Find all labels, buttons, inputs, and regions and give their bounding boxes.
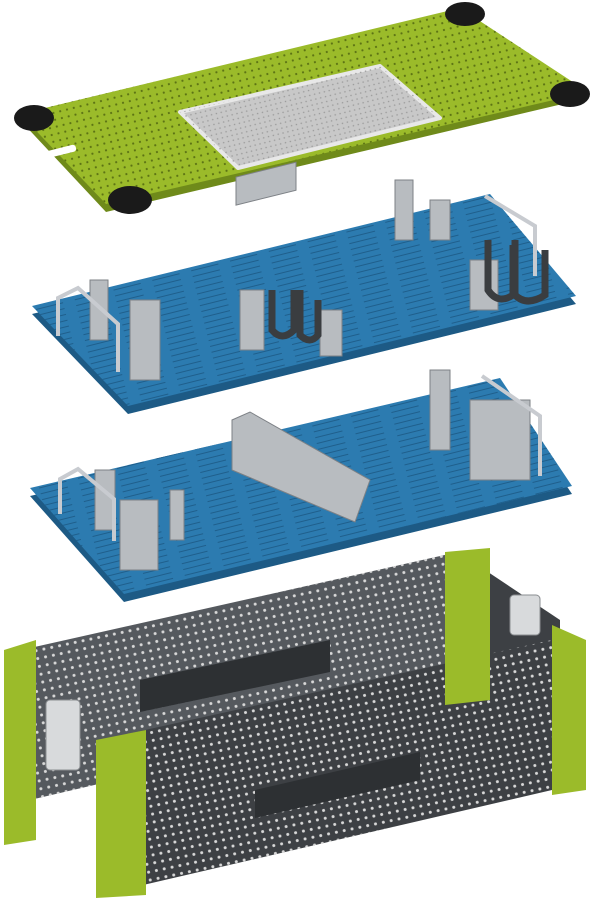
basket-end-cap-left — [4, 640, 36, 845]
bracket — [169, 489, 185, 541]
upper-tray — [32, 161, 576, 414]
basket-front-holes — [100, 640, 552, 895]
lid-window-holes — [180, 66, 440, 168]
divider-rack — [231, 411, 371, 523]
dark-bracket — [296, 290, 322, 344]
basket-handle — [45, 699, 81, 771]
tray-brackets — [89, 161, 499, 381]
basket-handle — [509, 594, 541, 636]
bracket — [469, 259, 499, 311]
basket — [4, 548, 586, 898]
tray-grain — [32, 194, 576, 406]
bracket — [89, 279, 109, 341]
dark-bracket — [511, 240, 549, 305]
dark-bracket — [268, 290, 298, 340]
corner-foot — [14, 105, 54, 131]
bracket — [239, 289, 265, 351]
bracket — [429, 369, 451, 451]
wire-handle — [480, 374, 542, 476]
bracket — [235, 161, 297, 206]
bracket — [469, 399, 531, 481]
corner-foot — [108, 186, 152, 214]
basket-label-panel — [140, 640, 330, 712]
dark-brackets — [268, 240, 549, 344]
bracket — [129, 299, 161, 381]
lid-corner-feet — [14, 2, 590, 214]
lid — [14, 2, 590, 214]
basket-end-cap-right — [445, 548, 490, 705]
bracket — [119, 499, 159, 571]
tray-brackets — [94, 369, 531, 571]
bracket — [394, 179, 414, 241]
corner-foot — [550, 81, 590, 107]
bracket — [429, 199, 451, 241]
lower-tray — [30, 369, 572, 602]
lid-handle-slot — [46, 144, 77, 158]
wire-handle — [58, 466, 116, 541]
bracket — [319, 309, 343, 357]
basket-label-panel — [255, 752, 420, 818]
basket-end-cap-left — [96, 730, 146, 898]
corner-foot — [445, 2, 485, 26]
basket-end-cap-right — [552, 625, 586, 795]
wire-handle — [56, 285, 120, 372]
wire-handle — [483, 194, 537, 276]
